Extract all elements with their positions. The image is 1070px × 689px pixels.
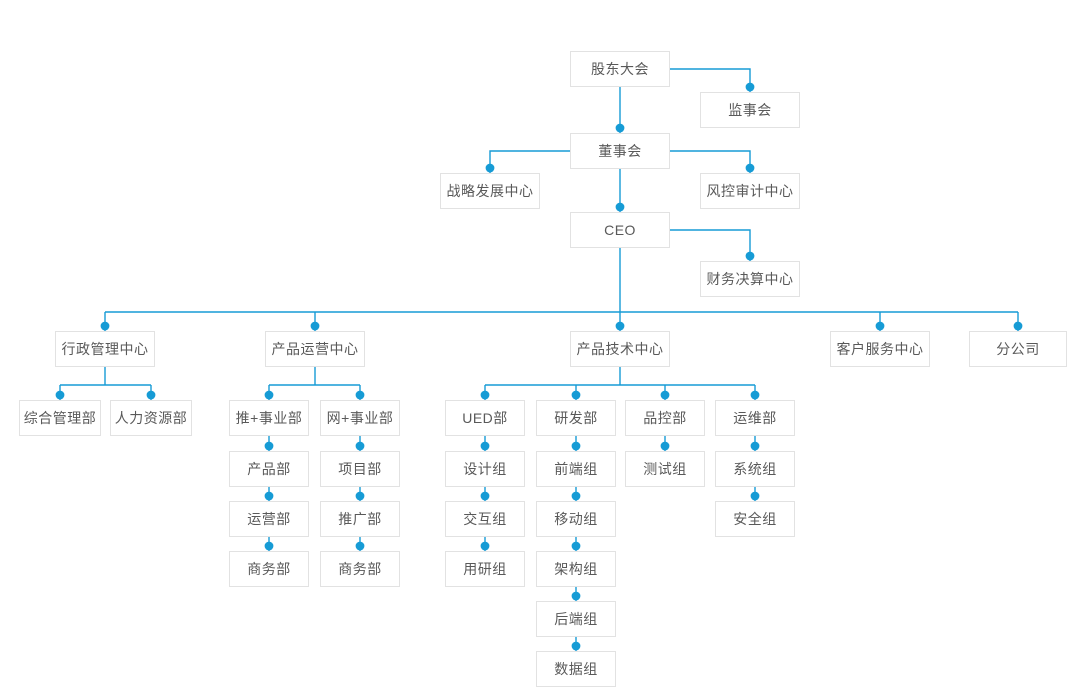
org-node-label: 用研组 [463,561,507,577]
org-node-qianduan[interactable]: 前端组 [536,451,616,487]
org-node-sheji[interactable]: 设计组 [445,451,525,487]
org-node-jiaohu[interactable]: 交互组 [445,501,525,537]
org-node-label: 研发部 [554,410,598,426]
org-node-dongshi[interactable]: 董事会 [570,133,670,169]
org-node-label: 商务部 [338,561,382,577]
org-node-label: 系统组 [733,461,777,477]
org-node-label: 风控审计中心 [706,183,794,199]
org-node-renli[interactable]: 人力资源部 [110,400,192,436]
org-node-yunyingbu[interactable]: 运营部 [229,501,309,537]
org-node-label: 监事会 [728,102,772,118]
org-node-jishu[interactable]: 产品技术中心 [570,331,670,367]
org-node-jianshi[interactable]: 监事会 [700,92,800,128]
org-node-label: 品控部 [643,410,687,426]
org-node-houduan[interactable]: 后端组 [536,601,616,637]
org-node-shangwu1[interactable]: 商务部 [229,551,309,587]
org-node-label: 行政管理中心 [61,341,149,357]
org-node-fengkong[interactable]: 风控审计中心 [700,173,800,209]
org-node-label: 交互组 [463,511,507,527]
org-node-label: 客户服务中心 [836,341,924,357]
org-node-label: 移动组 [554,511,598,527]
org-node-label: 财务决算中心 [706,271,794,287]
org-node-xitong[interactable]: 系统组 [715,451,795,487]
org-node-wangbu[interactable]: 网+事业部 [320,400,400,436]
org-node-label: 综合管理部 [23,410,97,426]
org-node-shuju[interactable]: 数据组 [536,651,616,687]
org-node-yunwei[interactable]: 运维部 [715,400,795,436]
org-node-label: 董事会 [598,143,642,159]
org-node-pinkong[interactable]: 品控部 [625,400,705,436]
org-node-label: 架构组 [554,561,598,577]
org-node-label: 前端组 [554,461,598,477]
org-node-label: 网+事业部 [326,410,394,426]
org-node-label: 商务部 [247,561,291,577]
org-node-label: 产品运营中心 [271,341,359,357]
org-node-label: 数据组 [554,661,598,677]
org-node-yongyan[interactable]: 用研组 [445,551,525,587]
org-node-xiangmu[interactable]: 项目部 [320,451,400,487]
org-node-zonghe[interactable]: 综合管理部 [19,400,101,436]
org-node-label: 运维部 [733,410,777,426]
org-node-label: UED部 [462,410,508,426]
org-node-label: 产品技术中心 [576,341,664,357]
org-node-label: 运营部 [247,511,291,527]
org-node-yunying[interactable]: 产品运营中心 [265,331,365,367]
org-node-label: 推+事业部 [235,410,303,426]
org-node-zhanlve[interactable]: 战略发展中心 [440,173,540,209]
org-node-yidong[interactable]: 移动组 [536,501,616,537]
org-node-label: 后端组 [554,611,598,627]
org-node-label: 产品部 [247,461,291,477]
org-node-tuiguang[interactable]: 推广部 [320,501,400,537]
org-node-label: 战略发展中心 [446,183,534,199]
org-node-gudong[interactable]: 股东大会 [570,51,670,87]
org-node-ceshi[interactable]: 测试组 [625,451,705,487]
org-node-kefu[interactable]: 客户服务中心 [830,331,930,367]
org-node-ceo[interactable]: CEO [570,212,670,248]
org-node-ued[interactable]: UED部 [445,400,525,436]
org-node-label: 测试组 [643,461,687,477]
org-node-label: 人力资源部 [114,410,188,426]
org-node-label: 安全组 [733,511,777,527]
org-node-xingzheng[interactable]: 行政管理中心 [55,331,155,367]
org-node-chanpin[interactable]: 产品部 [229,451,309,487]
org-node-shangwu2[interactable]: 商务部 [320,551,400,587]
org-node-label: 股东大会 [591,61,649,77]
org-node-jiagou[interactable]: 架构组 [536,551,616,587]
org-node-caiwu[interactable]: 财务决算中心 [700,261,800,297]
org-node-label: 分公司 [996,341,1040,357]
org-node-label: 项目部 [338,461,382,477]
org-node-yanfa[interactable]: 研发部 [536,400,616,436]
org-node-label: CEO [604,222,636,238]
org-node-label: 设计组 [463,461,507,477]
org-node-fengongsi[interactable]: 分公司 [969,331,1067,367]
org-node-anquan[interactable]: 安全组 [715,501,795,537]
org-node-label: 推广部 [338,511,382,527]
org-node-tuibu[interactable]: 推+事业部 [229,400,309,436]
